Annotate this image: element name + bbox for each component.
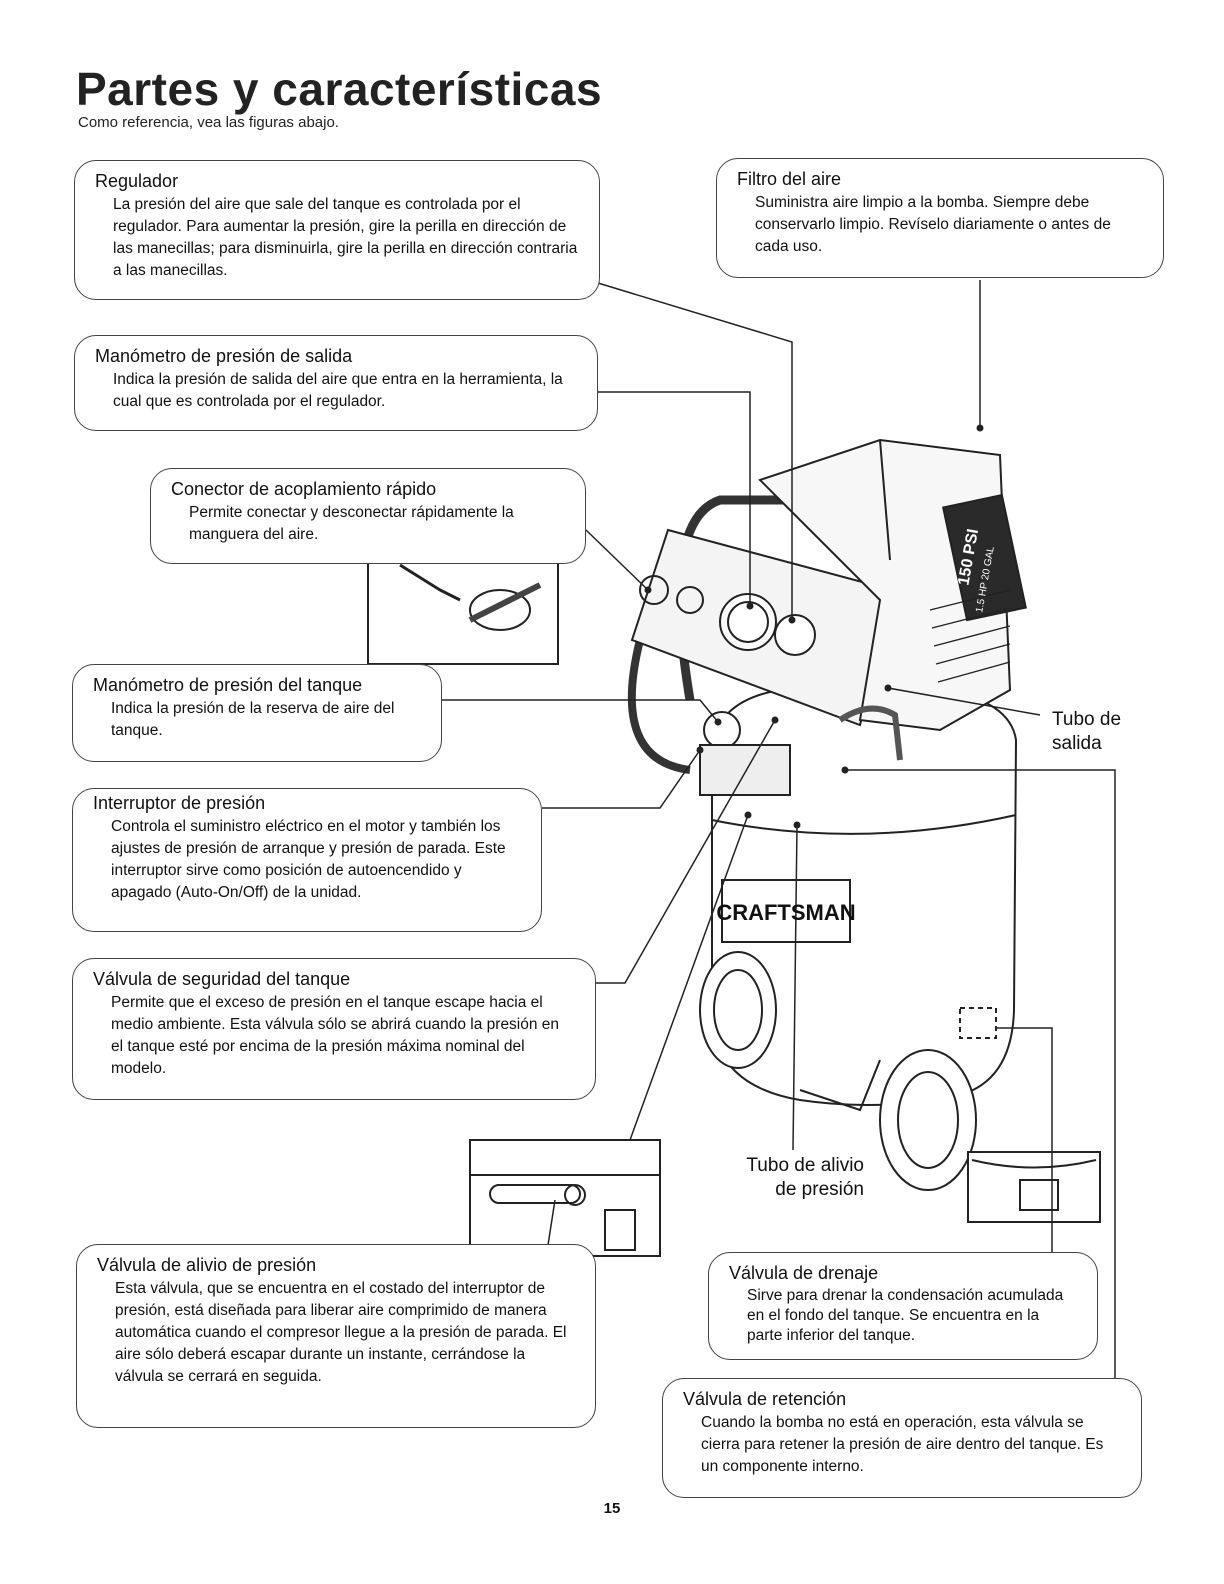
page-subtitle: Como referencia, vea las figuras abajo. [78, 114, 339, 131]
wheel-right [879, 1049, 977, 1191]
callout-title: Válvula de seguridad del tanque [93, 969, 351, 989]
pressure-switch [699, 744, 791, 796]
callout-title: Filtro del aire [737, 169, 842, 189]
callout-interruptor: Interruptor de presión Controla el sumin… [72, 788, 542, 932]
label-tubo-salida: Tubo de salida [1050, 708, 1134, 756]
brand-badge [721, 879, 851, 943]
callout-text: Suministra aire limpio a la bomba. Siemp… [755, 194, 1111, 255]
callout-drenaje: Válvula de drenaje Sirve para drenar la … [708, 1252, 1098, 1360]
callout-manometro-salida: Manómetro de presión de salida Indica la… [74, 335, 598, 431]
tank-gauge-icon [703, 711, 741, 749]
callout-text: La presión del aire que sale del tanque … [113, 196, 578, 279]
callout-title: Interruptor de presión [93, 793, 266, 813]
callout-title: Válvula de alivio de presión [97, 1255, 317, 1275]
callout-conector: Conector de acoplamiento rápido Permite … [150, 468, 586, 564]
callout-retencion: Válvula de retención Cuando la bomba no … [662, 1378, 1142, 1498]
callout-title: Manómetro de presión de salida [95, 346, 353, 366]
wheel-left [699, 951, 777, 1069]
callout-manometro-tanque: Manómetro de presión del tanque Indica l… [72, 664, 442, 762]
callout-text: Cuando la bomba no está en operación, es… [701, 1414, 1104, 1475]
callout-filtro: Filtro del aire Suministra aire limpio a… [716, 158, 1164, 278]
callout-text: Esta válvula, que se encuentra en el cos… [115, 1280, 567, 1385]
callout-text: Controla el suministro eléctrico en el m… [111, 818, 506, 901]
callout-title: Manómetro de presión del tanque [93, 675, 363, 695]
brand-text: CRAFTSMAN [716, 900, 855, 925]
label-tubo-alivio: Tubo de alivio de presión [746, 1155, 864, 1200]
callout-text: Indica la presión de la reserva de aire … [111, 700, 395, 739]
callout-text: Permite conectar y desconectar rápidamen… [189, 504, 514, 543]
callout-text: Permite que el exceso de presión en el t… [111, 994, 560, 1077]
callout-regulador: Regulador La presión del aire que sale d… [74, 160, 600, 300]
inset-coupler [367, 561, 559, 665]
callout-text: Indica la presión de salida del aire que… [113, 371, 563, 410]
psi-badge [941, 493, 1027, 622]
page-number: 15 [603, 1500, 621, 1517]
regulator-knob-icon [774, 614, 816, 656]
page-title: Partes y características [76, 63, 603, 115]
callout-title: Conector de acoplamiento rápido [171, 479, 437, 499]
callout-title: Válvula de retención [683, 1389, 847, 1409]
callout-alivio: Válvula de alivio de presión Esta válvul… [76, 1244, 596, 1428]
callout-seguridad: Válvula de seguridad del tanque Permite … [72, 958, 596, 1100]
callout-text: Sirve para drenar la condensación acumul… [747, 1287, 1064, 1344]
callout-title: Regulador [95, 171, 179, 191]
callout-title: Válvula de drenaje [729, 1263, 879, 1283]
quick-coupler-icon [639, 575, 669, 605]
